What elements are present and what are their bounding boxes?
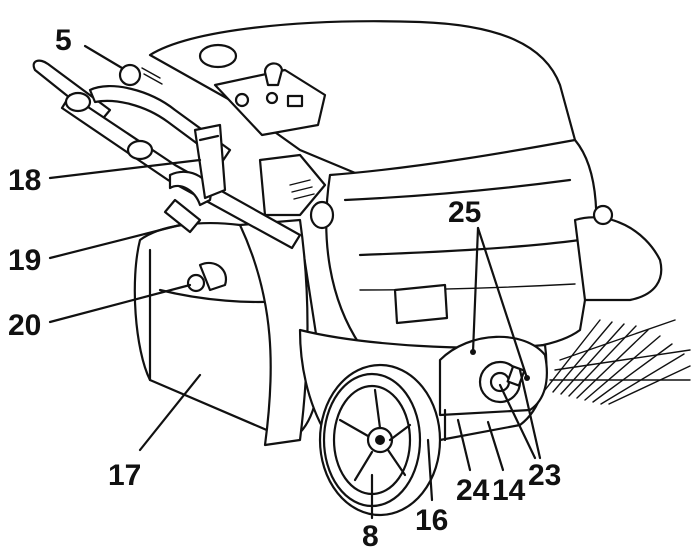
side-broom bbox=[544, 319, 691, 405]
callout-labels: 5 18 19 20 17 8 16 24 14 23 25 bbox=[8, 24, 561, 551]
rear-support-bracket bbox=[163, 198, 202, 234]
leader-lines bbox=[48, 44, 542, 520]
handle-collar bbox=[64, 91, 92, 113]
sweeper-machine-drawing bbox=[32, 20, 691, 517]
leader-19 bbox=[48, 223, 182, 260]
leader-16 bbox=[426, 438, 434, 502]
leader-5 bbox=[83, 44, 124, 70]
callout-5: 5 bbox=[55, 24, 72, 57]
handlebar bbox=[32, 59, 302, 250]
callout-14: 14 bbox=[492, 474, 526, 507]
leader-23b bbox=[518, 368, 542, 460]
callout-20: 20 bbox=[8, 309, 41, 342]
side-frame bbox=[238, 218, 309, 447]
callout-16: 16 bbox=[415, 504, 448, 537]
callout-8: 8 bbox=[362, 520, 379, 551]
callout-24: 24 bbox=[456, 474, 490, 507]
leader-18 bbox=[48, 158, 202, 180]
callout-25: 25 bbox=[448, 196, 481, 229]
leader-25b bbox=[476, 226, 529, 380]
callout-19: 19 bbox=[8, 244, 41, 277]
callout-17: 17 bbox=[108, 459, 141, 492]
leader-23a bbox=[498, 383, 537, 460]
brush-housing bbox=[573, 216, 663, 302]
leader-17 bbox=[138, 373, 202, 452]
leader-25a bbox=[471, 226, 480, 354]
housing-knob bbox=[592, 204, 614, 226]
leader-20 bbox=[48, 283, 192, 324]
callout-23: 23 bbox=[528, 459, 561, 492]
hopper-latch-knob bbox=[186, 273, 206, 293]
leader-24 bbox=[456, 418, 472, 472]
key-switch bbox=[263, 62, 284, 87]
lid-hole bbox=[198, 43, 238, 69]
rear-wheel bbox=[318, 363, 442, 517]
callout-18: 18 bbox=[8, 164, 41, 197]
fold-lever bbox=[193, 123, 227, 200]
leader-14 bbox=[486, 420, 505, 472]
hood-shell bbox=[325, 138, 598, 352]
right-knob bbox=[309, 200, 335, 230]
side-label-plate bbox=[393, 283, 449, 325]
handle-knob bbox=[118, 63, 142, 87]
